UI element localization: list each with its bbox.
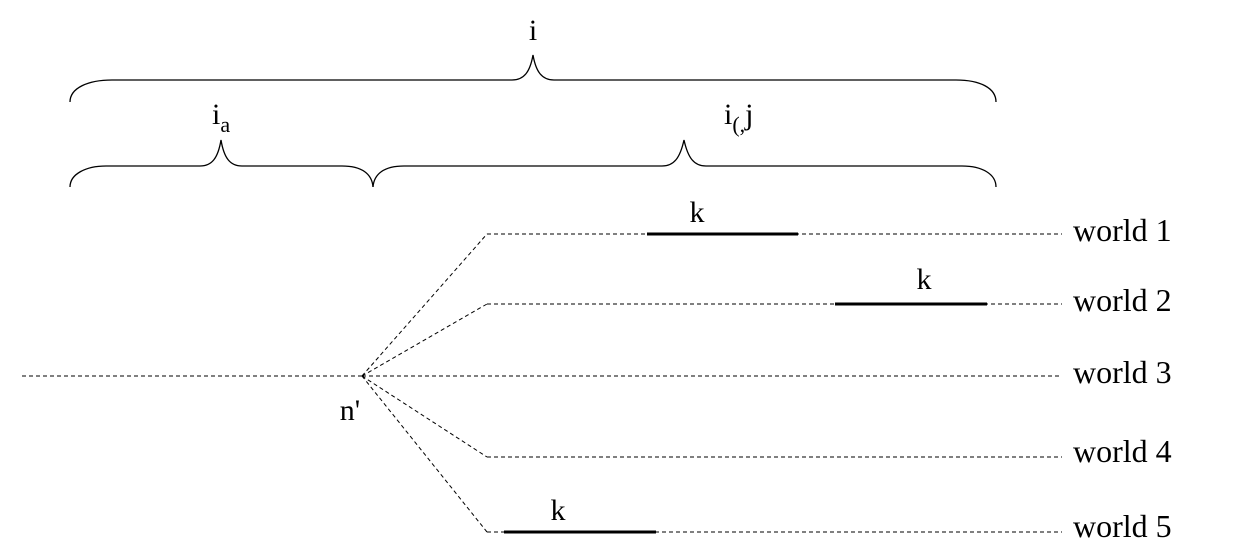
brace-left-label: ia <box>212 98 230 137</box>
brace-right-label-base: i <box>724 98 732 131</box>
brace-top <box>69 54 997 103</box>
brace-right-label-tail: j <box>744 98 753 131</box>
world-1-label: world 1 <box>1073 212 1172 248</box>
interval-k-world-2-label: k <box>917 263 932 296</box>
brace-right <box>372 139 997 188</box>
branch-world-1 <box>361 233 488 377</box>
world-4-label: world 4 <box>1073 433 1172 469</box>
world-2-label: world 2 <box>1073 282 1172 318</box>
interval-k-world-5-label: k <box>551 494 566 527</box>
brace-left <box>69 139 374 188</box>
branch-point-label: n' <box>340 394 360 427</box>
brace-right-label: i(,j <box>724 98 754 137</box>
interval-k-world-1-label: k <box>690 196 705 229</box>
branch-world-2 <box>361 303 488 377</box>
branch-world-4 <box>361 375 488 458</box>
brace-right-label-sub: (, <box>732 112 745 137</box>
world-5-label: world 5 <box>1073 508 1172 544</box>
world-3-label: world 3 <box>1073 354 1172 390</box>
brace-left-label-sub: a <box>220 112 230 137</box>
brace-left-label-base: i <box>212 98 220 131</box>
branch-world-5 <box>361 375 488 533</box>
brace-top-label: i <box>529 14 537 47</box>
